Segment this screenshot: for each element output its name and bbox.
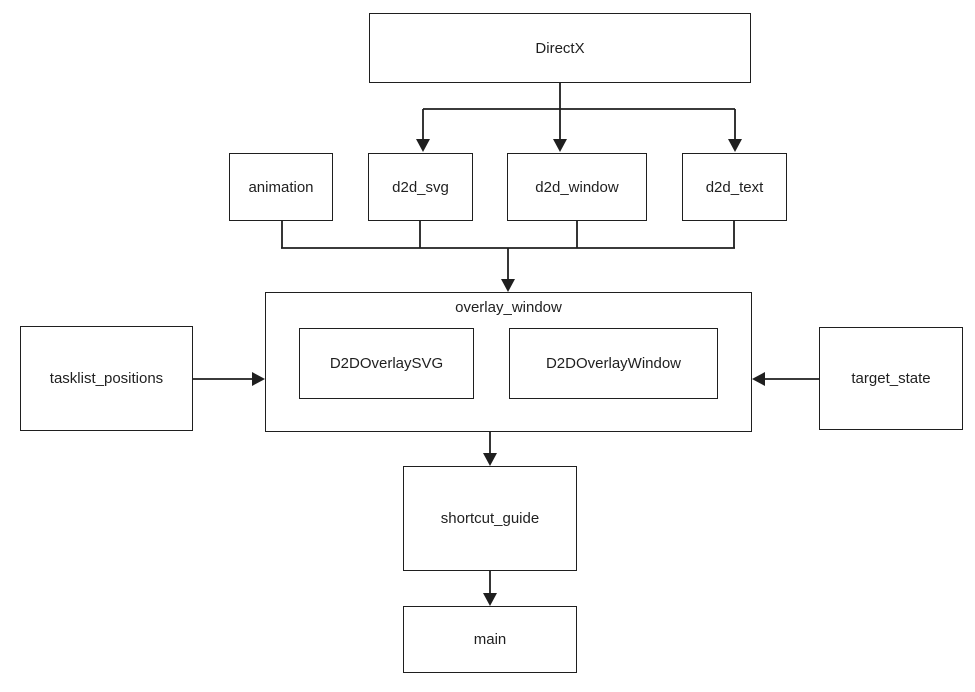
node-target-state: target_state (819, 327, 963, 430)
edge-target-state-to-overlay (752, 372, 819, 386)
arrowhead-down-icon (483, 453, 497, 466)
arrowhead-down-icon (728, 139, 742, 152)
node-d2d-window: d2d_window (507, 153, 647, 221)
node-d2d-overlay-window-label: D2DOverlayWindow (545, 355, 682, 372)
edge-tasklist-to-overlay (193, 372, 265, 386)
node-d2d-window-label: d2d_window (535, 178, 619, 196)
node-d2d-text: d2d_text (682, 153, 787, 221)
node-overlay-window-label: overlay_window (455, 299, 562, 316)
arrowhead-right-icon (252, 372, 265, 386)
edge-modules-to-overlay (281, 221, 735, 292)
node-tasklist-positions-label: tasklist_positions (49, 370, 164, 387)
node-directx: DirectX (369, 13, 751, 83)
edge-shortcut-guide-to-main (483, 571, 497, 606)
arrowhead-down-icon (483, 593, 497, 606)
node-d2d-overlay-svg-label: D2DOverlaySVG (329, 355, 444, 372)
node-d2d-text-label: d2d_text (705, 178, 764, 196)
node-target-state-label: target_state (851, 370, 931, 387)
edge-directx-fanout (416, 83, 742, 152)
node-shortcut-guide: shortcut_guide (403, 466, 577, 571)
node-overlay-window: overlay_window D2DOverlaySVG D2DOverlayW… (265, 292, 752, 432)
node-directx-label: DirectX (535, 39, 585, 57)
node-d2d-overlay-window: D2DOverlayWindow (509, 328, 718, 399)
node-tasklist-positions: tasklist_positions (20, 326, 193, 431)
node-animation-label: animation (248, 178, 314, 196)
edge-overlay-to-shortcut-guide (483, 432, 497, 466)
node-animation: animation (229, 153, 333, 221)
node-d2d-svg-label: d2d_svg (392, 178, 449, 196)
arrowhead-left-icon (752, 372, 765, 386)
arrowhead-down-icon (501, 279, 515, 292)
node-main-label: main (473, 631, 507, 648)
node-d2d-overlay-svg: D2DOverlaySVG (299, 328, 474, 399)
arrowhead-down-icon (553, 139, 567, 152)
node-d2d-svg: d2d_svg (368, 153, 473, 221)
node-shortcut-guide-label: shortcut_guide (440, 510, 540, 527)
node-main: main (403, 606, 577, 673)
arrowhead-down-icon (416, 139, 430, 152)
